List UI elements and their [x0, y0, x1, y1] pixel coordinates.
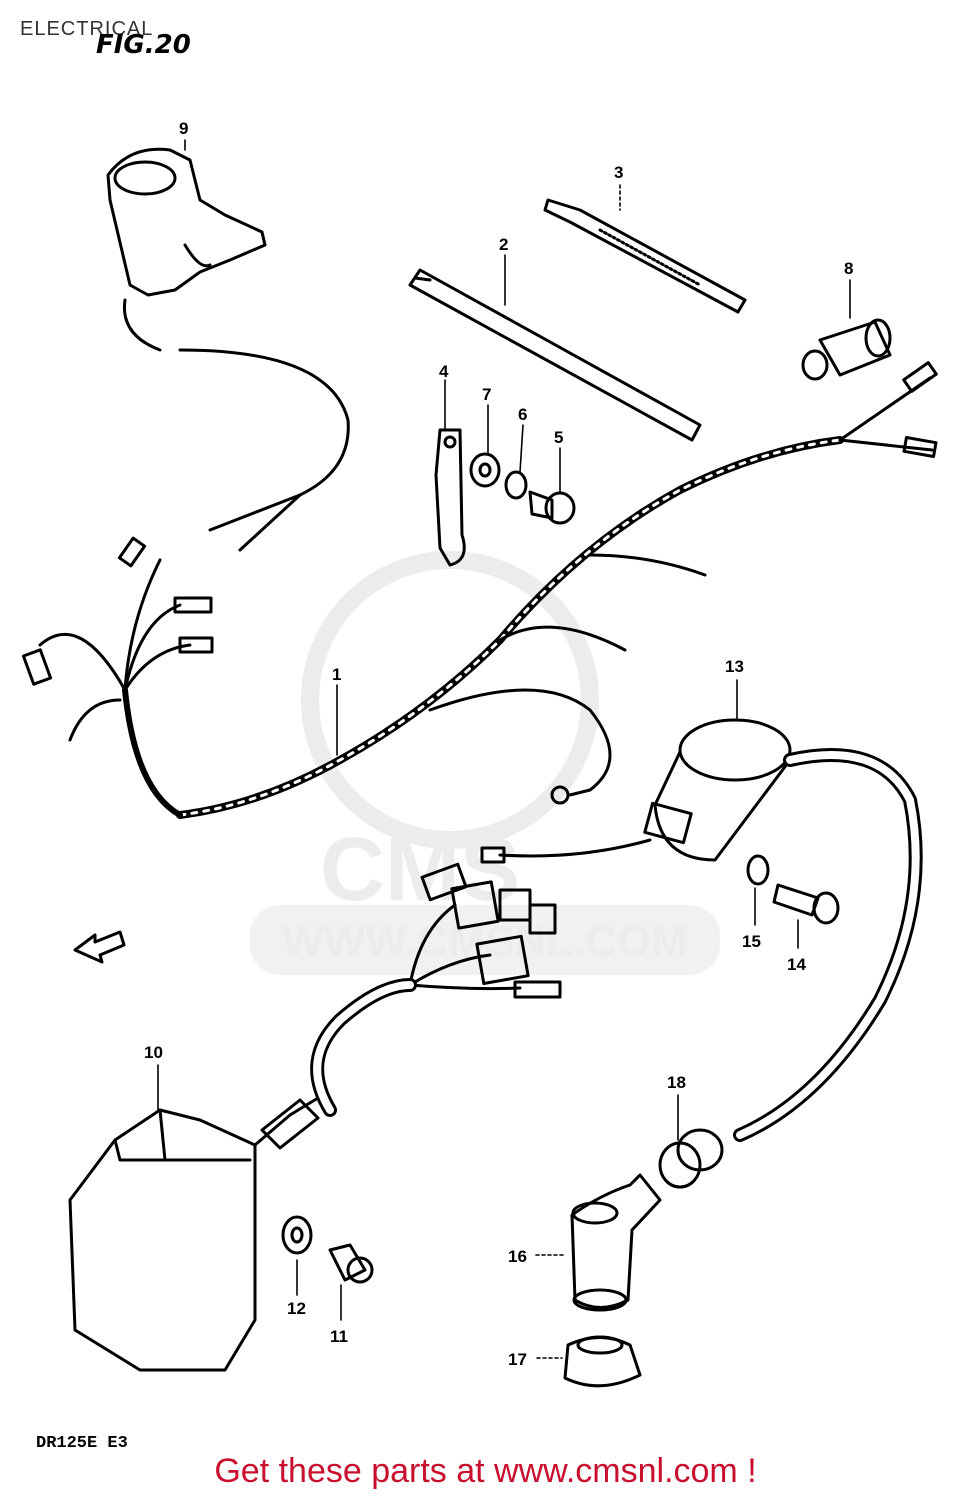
part-1-wiring-harness[interactable]: [21, 348, 938, 819]
callout-10: 10: [144, 1043, 163, 1062]
callout-15: 15: [742, 932, 761, 951]
watermark-logo: CMS: [320, 820, 520, 920]
callout-3: 3: [614, 163, 623, 182]
part-13-ignition-coil[interactable]: [480, 718, 923, 1142]
figure-label: FIG.20: [96, 30, 191, 60]
part-7-washer[interactable]: [469, 452, 501, 488]
callout-2: 2: [499, 235, 508, 254]
part-6-lock-washer[interactable]: [504, 470, 528, 500]
part-18-seal[interactable]: [658, 1128, 724, 1189]
part-3-clamp-tie[interactable]: [543, 198, 747, 314]
promo-link[interactable]: Get these parts at www.cmsnl.com !: [214, 1452, 757, 1490]
callout-11: 11: [330, 1327, 348, 1346]
part-10-cdi-unit[interactable]: [68, 978, 417, 1372]
part-9-handlebar-switch[interactable]: [106, 147, 267, 352]
callout-8: 8: [844, 259, 853, 278]
part-2-strap-band[interactable]: [408, 268, 702, 442]
part-14-screw[interactable]: [772, 883, 840, 925]
callout-13: 13: [725, 657, 744, 676]
part-17-cover[interactable]: [563, 1335, 642, 1388]
connector-block[interactable]: [408, 862, 562, 999]
callout-14: 14: [787, 955, 806, 974]
callout-9: 9: [179, 119, 188, 138]
part-5-bolt[interactable]: [528, 490, 576, 525]
front-arrow-icon: [73, 930, 126, 964]
callout-labels: 1 2 3 4 5 6 7 8 9 10 11 12 13 14 15 16 1…: [144, 119, 853, 1369]
callout-5: 5: [554, 428, 563, 447]
part-8-cap[interactable]: [801, 318, 892, 381]
callout-18: 18: [667, 1073, 686, 1092]
callout-4: 4: [439, 362, 449, 381]
page-title: ELECTRICAL: [20, 18, 154, 40]
part-16-plug-cap[interactable]: [570, 1173, 662, 1312]
watermark: CMS WWW.CMSNL.COM: [250, 551, 720, 975]
callout-12: 12: [287, 1299, 306, 1318]
part-12-washer[interactable]: [281, 1215, 313, 1255]
part-15-washer[interactable]: [746, 854, 770, 886]
callout-7: 7: [482, 385, 491, 404]
callout-1: 1: [332, 665, 341, 684]
part-11-screw[interactable]: [328, 1243, 374, 1284]
part-4-clamp[interactable]: [434, 428, 466, 567]
callout-16: 16: [508, 1247, 527, 1266]
model-code: DR125E E3: [36, 1434, 128, 1453]
leader-lines: [157, 139, 851, 1359]
callout-6: 6: [518, 405, 527, 424]
callout-17: 17: [508, 1350, 527, 1369]
